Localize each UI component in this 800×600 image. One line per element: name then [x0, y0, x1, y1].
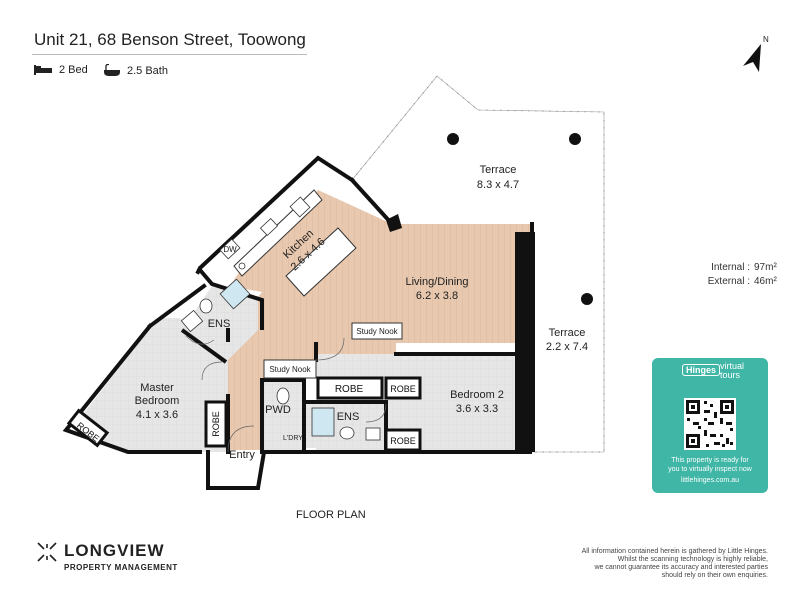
logo-name: LONGVIEW — [64, 541, 165, 560]
ens2-label: ENS — [337, 411, 360, 423]
tour-message-line2: you to virtually inspect now — [668, 466, 752, 473]
bedroom2-name: Bedroom 2 — [450, 389, 504, 401]
terrace-wall-column — [515, 232, 535, 452]
external-value: 46m² — [754, 276, 777, 287]
study-nook-2: Study Nook — [269, 365, 311, 374]
disclaimer: All information contained herein is gath… — [528, 548, 768, 580]
hinges-brand: Hinges — [682, 364, 721, 376]
robe-master-corner-label: ROBE — [75, 420, 101, 444]
terrace-main-size: 8.3 x 4.7 — [477, 179, 519, 191]
bath-count: 2.5 Bath — [127, 64, 168, 77]
internal-value: 97m² — [754, 262, 777, 273]
terrace-column-1 — [447, 133, 459, 145]
bath-spec: 2.5 Bath — [103, 64, 168, 77]
study-nook-1: Study Nook — [356, 327, 398, 336]
external-label: External : — [707, 276, 750, 287]
title-divider — [32, 54, 307, 55]
virtual-tours-label: virtual tours — [720, 362, 744, 380]
master-name2: Bedroom — [135, 395, 180, 407]
bed-spec: 2 Bed — [33, 64, 88, 76]
disclaimer-line-2: Whilst the scanning technology is highly… — [617, 556, 768, 563]
logo-subtitle: PROPERTY MANAGEMENT — [64, 563, 178, 572]
disclaimer-line-1: All information contained herein is gath… — [581, 548, 768, 555]
virtual-tour-card[interactable]: Hinges virtual tours This property is re… — [652, 358, 768, 493]
robe-b2-small1 — [384, 376, 422, 400]
master-name: Master — [140, 382, 174, 394]
robe-b2-small1-label: ROBE — [390, 384, 416, 394]
disclaimer-line-3: we cannot guarantee its accuracy and int… — [594, 564, 768, 571]
property-title: Unit 21, 68 Benson Street, Toowong — [34, 30, 306, 49]
kitchen-living-floor — [230, 190, 530, 376]
laundry-label: L'DRY — [283, 435, 303, 442]
terrace-side-size: 2.2 x 7.4 — [546, 341, 588, 353]
entry-label: Entry — [229, 449, 255, 461]
terrace-main-name: Terrace — [480, 164, 517, 176]
virtual-word: virtual — [720, 361, 745, 371]
tours-word: tours — [720, 370, 741, 380]
master-bedroom-floor — [72, 318, 228, 452]
bed-count: 2 Bed — [59, 64, 88, 76]
internal-label: Internal : — [711, 262, 750, 273]
bedroom2-size: 3.6 x 3.3 — [456, 403, 498, 415]
dw-label: DW — [223, 245, 237, 254]
robe-master-corner — [66, 408, 110, 448]
tour-message-line1: This property is ready for — [671, 457, 749, 464]
tour-url-link[interactable]: littlehinges.com.au — [681, 477, 739, 484]
robe-b2-main-label: ROBE — [335, 384, 364, 395]
living-size: 6.2 x 3.8 — [416, 290, 458, 302]
study-nook-1-box — [351, 322, 403, 340]
qr-code-icon[interactable] — [684, 398, 736, 450]
study-nook-2-box — [263, 359, 317, 379]
pwd-label: PWD — [265, 404, 291, 416]
robe-master-side — [204, 400, 228, 448]
robe-b2-small2-label: ROBE — [390, 436, 416, 446]
kitchen-island — [285, 227, 357, 297]
living-name: Living/Dining — [406, 276, 469, 288]
ens1-label: ENS — [208, 318, 231, 330]
robe-master-side-label: ROBE — [211, 411, 221, 437]
walls — [62, 155, 534, 490]
bed-icon — [34, 65, 52, 75]
compass-label: N — [763, 35, 769, 44]
floor-plan-label: FLOOR PLAN — [296, 509, 366, 521]
disclaimer-line-4: should rely on their own enquiries. — [661, 572, 768, 579]
area-summary: Internal : 97m² External : 46m² — [700, 261, 777, 289]
compass-north-icon: N — [743, 35, 769, 72]
terrace-column-2 — [569, 133, 581, 145]
longview-logo-icon — [37, 542, 57, 562]
bath-icon — [104, 64, 120, 76]
terrace-side-name: Terrace — [549, 327, 586, 339]
master-size: 4.1 x 3.6 — [136, 409, 178, 421]
tour-message: This property is ready for you to virtua… — [652, 456, 768, 474]
terrace-column-3 — [581, 293, 593, 305]
robe-b2-main — [316, 376, 384, 400]
robe-b2-small2 — [384, 428, 422, 452]
